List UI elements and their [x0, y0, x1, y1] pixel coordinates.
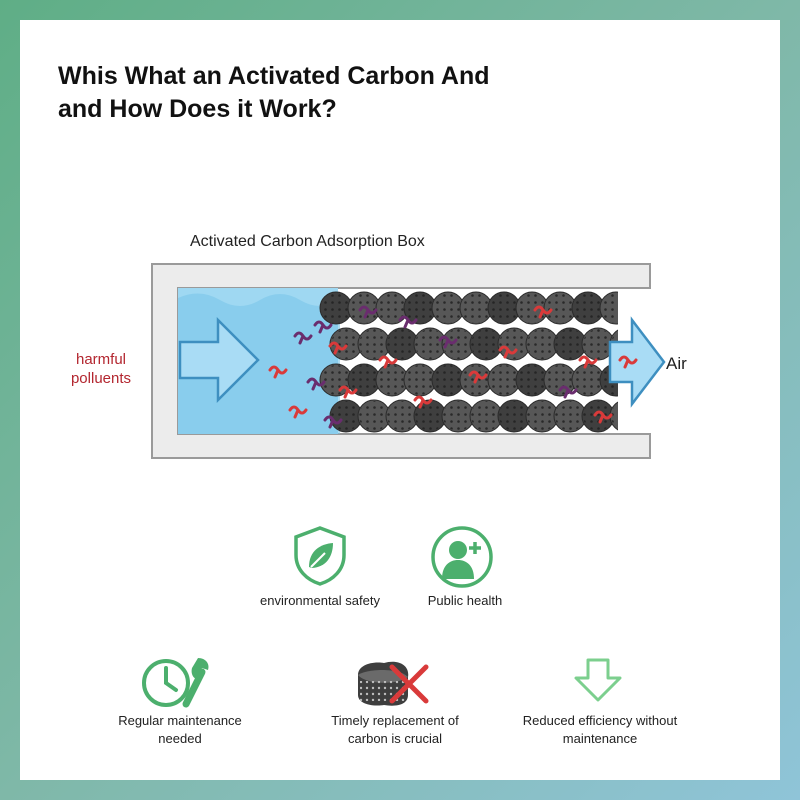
pollutant-molecule	[338, 385, 358, 399]
pollutant-molecule	[413, 395, 433, 409]
pollutant-molecule	[593, 410, 613, 424]
pollutant-molecule	[313, 320, 333, 334]
pollutant-molecule	[268, 365, 288, 379]
input-label: harmful polluents	[70, 351, 132, 387]
pollutant-molecule	[533, 305, 553, 319]
inlet-arrow-icon	[178, 316, 260, 404]
pollutant-molecules	[268, 305, 638, 429]
pollutant-molecule	[618, 355, 638, 369]
output-label: Air	[666, 354, 687, 373]
down-arrow-icon	[574, 658, 622, 702]
pollutant-molecule	[578, 355, 598, 369]
pollutant-molecule	[323, 415, 343, 429]
consideration-replacement	[352, 655, 432, 716]
box-label: Activated Carbon Adsorption Box	[190, 233, 425, 250]
pollutant-molecule	[378, 355, 398, 369]
clock-wrench-icon	[142, 658, 209, 708]
benefit-environment	[290, 525, 350, 592]
benefit-public-health-label: Public health	[427, 593, 503, 608]
pollutant-molecule	[293, 331, 313, 345]
pollutant-molecule	[398, 315, 418, 329]
consideration-maintenance	[140, 652, 212, 717]
benefit-environment-label: environmental safety	[260, 593, 380, 608]
pollutant-molecule	[288, 405, 308, 419]
consideration-replacement-label: Timely replacement of carbon is crucial	[331, 713, 459, 746]
infographic-card: Whis What an Activated Carbon And and Ho…	[20, 20, 780, 780]
pollutant-molecule	[468, 370, 488, 384]
pollutant-molecule	[306, 377, 326, 391]
pollutant-molecule	[438, 335, 458, 349]
adsorption-box-diagram	[151, 263, 666, 459]
consideration-efficiency-label: Reduced efficiency without maintenance	[522, 713, 678, 746]
carbon-block-x-icon	[358, 661, 429, 706]
consideration-maintenance-label: Regular maintenance needed	[118, 713, 242, 746]
pollutant-molecule	[358, 305, 378, 319]
carbon-granules	[319, 291, 618, 433]
outlet-arrow-icon	[608, 316, 666, 408]
pollutant-molecule	[558, 385, 578, 399]
person-plus-icon	[431, 526, 493, 588]
pollutant-molecule	[498, 345, 518, 359]
shield-leaf-icon	[294, 526, 346, 586]
pollutant-molecule	[328, 341, 348, 355]
benefit-public-health	[430, 525, 494, 594]
consideration-efficiency	[572, 656, 624, 709]
page-title: Whis What an Activated Carbon And and Ho…	[58, 62, 490, 123]
